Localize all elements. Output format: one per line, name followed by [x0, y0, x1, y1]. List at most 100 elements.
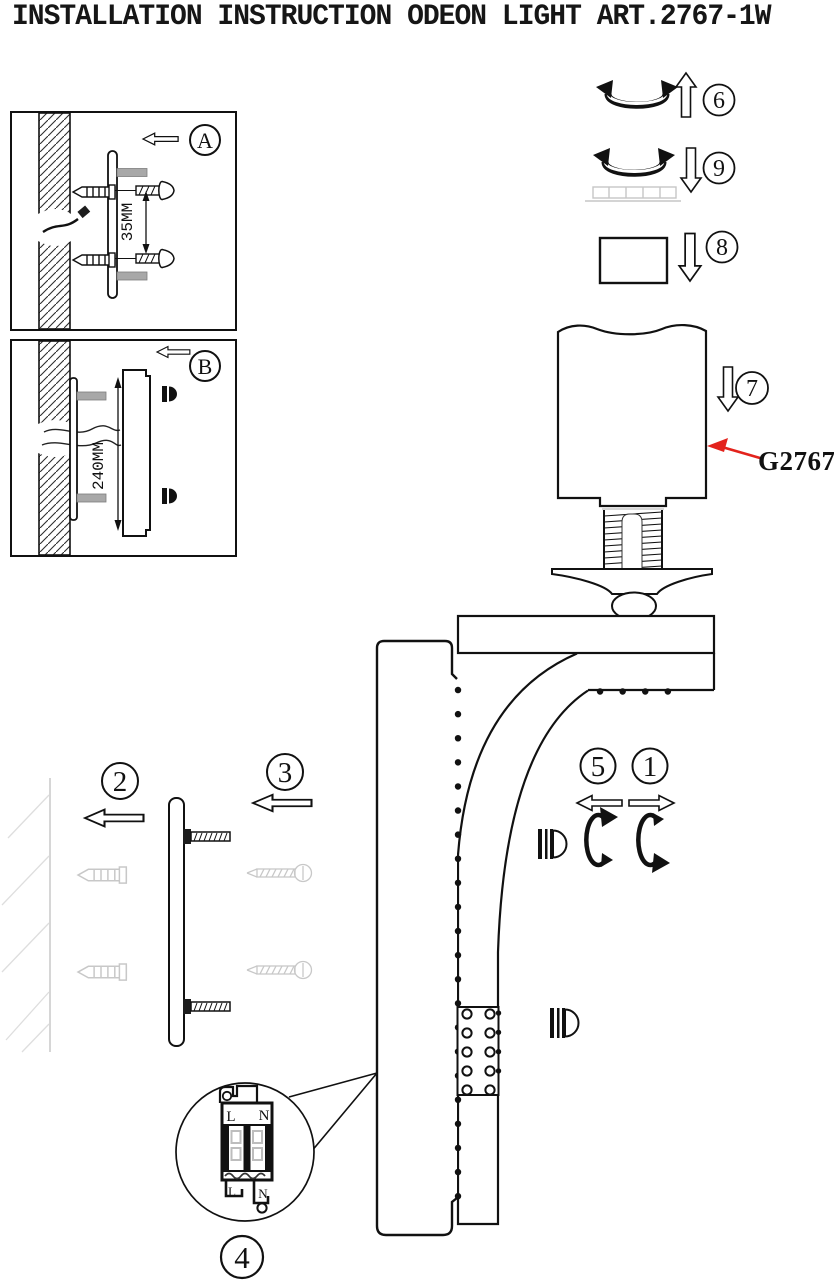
bracket-top-plate: [456, 614, 716, 655]
threaded-stud-icon: [182, 998, 231, 1015]
step-2-number: 2: [113, 766, 128, 798]
terminal-foot-left: [224, 1180, 244, 1198]
wall-gap-b: [38, 420, 71, 457]
arrow-down-icon: [678, 232, 702, 282]
terminal-contacts: [230, 1130, 263, 1161]
screw-top-b: [76, 391, 107, 401]
terminal-l-bottom-label: L: [228, 1184, 236, 1199]
wall-bracket: [375, 614, 716, 1237]
inset-a-label: A: [197, 128, 213, 153]
step-6-number: 6: [713, 88, 725, 114]
wire-a: [42, 218, 79, 234]
foot-hole: [256, 1202, 268, 1214]
rotate-cw-icon: [636, 812, 658, 868]
arrow-left-icon: [251, 793, 313, 813]
step-6-badge: [702, 83, 736, 117]
threaded-stud-icon: [182, 828, 231, 845]
inset-b: B 240MM: [10, 339, 237, 557]
step-5: 5: [576, 747, 623, 868]
perforation-holes: [461, 1008, 496, 1096]
step-4-number: 4: [234, 1240, 250, 1275]
screw-faint-icon: [246, 960, 313, 980]
dimension-35mm-text: 35MM: [119, 203, 137, 241]
step-9: 9: [585, 147, 736, 202]
back-plate: [375, 639, 458, 1237]
label-circle-a: [189, 124, 221, 156]
arrow-right-icon: [628, 794, 675, 812]
step-5-badge: [579, 747, 617, 785]
arrow-up-icon: [675, 72, 697, 118]
step-7: 7: [717, 366, 769, 412]
step-6: 6: [596, 72, 736, 118]
inset-a: A 35MM: [10, 111, 237, 331]
mounting-plate-a: [107, 150, 118, 299]
step-2-badge: [101, 762, 139, 800]
stud-bottom-a: [116, 271, 148, 281]
step-9-badge: [702, 151, 736, 185]
rotate-cw-tail: [653, 813, 664, 826]
dimension-240mm: 240MM: [90, 377, 122, 531]
part-code-label: G2767: [758, 446, 834, 476]
step-3-number: 3: [278, 757, 293, 789]
rotate-icon: [593, 148, 675, 173]
wire-b1: [43, 425, 121, 433]
rotate-ccw-head: [600, 807, 618, 827]
lamp-box: [598, 236, 669, 285]
step-7-badge: [735, 371, 769, 405]
page-title: INSTALLATION INSTRUCTION ODEON LIGHT ART…: [12, 1, 772, 34]
terminal-l-label: L: [226, 1109, 235, 1125]
callout-arrowhead: [707, 438, 728, 452]
mounting-plate: [168, 797, 185, 1047]
step-8-number: 8: [716, 235, 728, 261]
rotate-cw-head: [652, 853, 670, 873]
track-rail: [585, 186, 681, 202]
socket-cup: [551, 568, 713, 595]
bracket-hole: [221, 1090, 233, 1102]
arrow-down-icon: [717, 366, 739, 412]
step-1: 1: [628, 747, 675, 873]
terminal-n-bottom-label: N: [258, 1186, 268, 1201]
arrow-left-icon: [83, 808, 145, 828]
step-1-badge: [631, 747, 669, 785]
shade-outline: [556, 324, 708, 508]
cable-clamp-wave: [224, 1172, 266, 1180]
label-circle-b: [189, 350, 221, 382]
inset-b-label: B: [198, 354, 213, 379]
stud-top-a: [116, 168, 148, 177]
rotate-ccw-tail: [601, 853, 613, 867]
wall-anchor-faint-icon: [77, 866, 128, 884]
mounting-plate-b: [69, 377, 78, 521]
step-3: 3: [251, 753, 313, 813]
terminal-n-label: N: [259, 1108, 270, 1124]
dimension-35mm: 35MM: [119, 191, 150, 254]
callout-lines: [288, 1072, 378, 1153]
wire-plug-icon: [77, 205, 91, 219]
step-9-number: 9: [713, 156, 725, 182]
faint-wall: [1, 778, 51, 1053]
screw-head-icon: [537, 828, 568, 860]
bracket-arm-edge: [588, 653, 716, 692]
screw-head-icon: [549, 1007, 580, 1039]
screw-faint-icon: [246, 863, 313, 883]
step-8-badge: [705, 230, 739, 264]
terminal-detail: L N L N 4: [175, 1072, 378, 1280]
step-7-number: 7: [746, 376, 758, 402]
step-1-number: 1: [643, 751, 658, 783]
step-4-badge: [219, 1234, 265, 1280]
arrow-down-icon: [680, 147, 702, 193]
bracket-arm-curve: [456, 652, 589, 1226]
dimension-240mm-text: 240MM: [90, 442, 108, 490]
step-5-number: 5: [591, 751, 606, 783]
wire-b2: [41, 439, 122, 447]
rotate-ccw-icon: [584, 812, 606, 868]
step-8: 8: [598, 230, 739, 285]
glass-shade: [556, 324, 708, 510]
arrow-left-icon: [576, 794, 623, 812]
callout-line: [721, 445, 761, 460]
lamp-body-side: [122, 369, 151, 537]
socket-slot: [621, 513, 643, 571]
step-2: 2: [83, 762, 145, 828]
terminal-contacts-frame: [222, 1125, 272, 1171]
